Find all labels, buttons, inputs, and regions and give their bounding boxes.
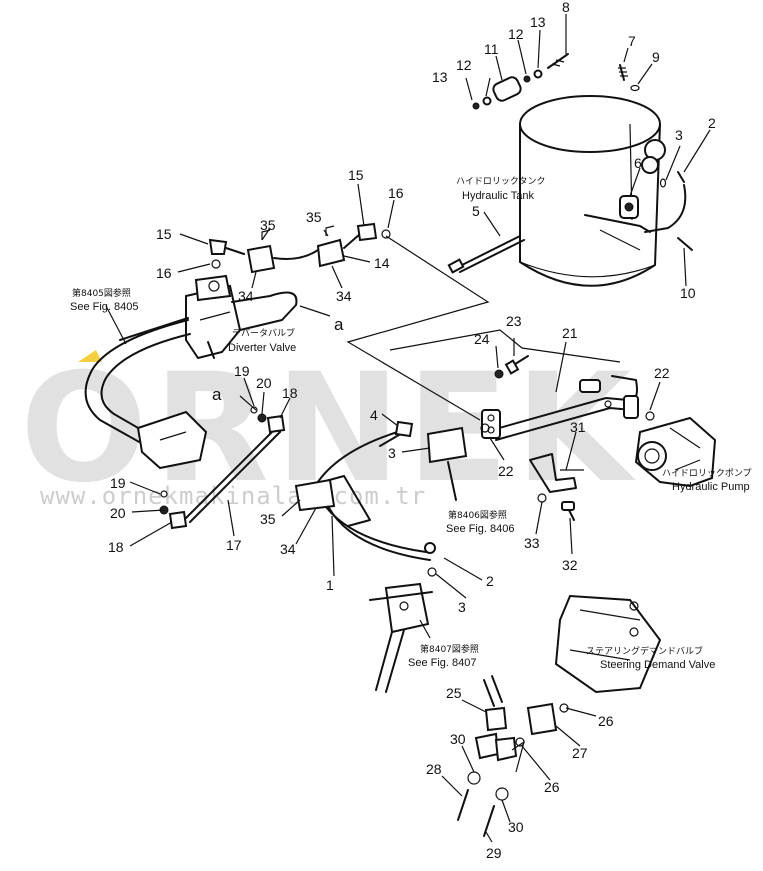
diverter-valve [185,274,298,360]
hose-5 [447,235,525,274]
steering-valve-label: Steering Demand Valve [600,659,715,671]
callout-22: 22 [654,365,670,381]
callout-13: 13 [530,14,546,30]
callout-7: 7 [628,33,636,49]
callout-16: 16 [156,265,172,281]
callout-21: 21 [562,325,578,341]
callout-24: 24 [474,331,490,347]
callout-1: 1 [326,577,334,593]
callout-26: 26 [598,713,614,729]
see-8406-label: See Fig. 8406 [446,523,515,535]
bottom-fittings [457,675,569,837]
callout-35: 35 [306,209,322,225]
callout-19: 19 [234,363,250,379]
callout-30: 30 [508,819,524,835]
callout-3: 3 [675,127,683,143]
watermark-mark-icon [78,350,102,362]
steering-demand-valve [554,594,662,694]
callout-18: 18 [108,539,124,555]
watermark-url: www.ornekmakinalar.com.tr [40,482,426,510]
ref-a-upper: a [334,315,344,334]
hydraulic-tank-label: Hydraulic Tank [462,190,534,202]
annotations: ハイドロリックタンク Hydraulic Tank デバータバルブ Divert… [70,176,752,671]
callout-32: 32 [562,557,578,573]
callout-18: 18 [282,385,298,401]
callout-13: 13 [432,69,448,85]
callout-19: 19 [110,475,126,491]
callout-34: 34 [280,541,296,557]
callout-27: 27 [572,745,588,761]
callout-3: 3 [388,445,396,461]
callout-14: 14 [374,255,390,271]
see-8405-label-jp: 第8405図参照 [72,287,131,299]
callout-20: 20 [256,375,272,391]
callout-15: 15 [156,226,172,242]
callout-3: 3 [458,599,466,615]
callout-4: 4 [370,407,378,423]
hydraulic-pump-label: Hydraulic Pump [672,481,750,493]
callout-34: 34 [238,288,254,304]
callout-35: 35 [260,511,276,527]
pipe-8405 [84,317,208,470]
callout-2: 2 [486,573,494,589]
callout-25: 25 [446,685,462,701]
callout-15: 15 [348,167,364,183]
callout-20: 20 [110,505,126,521]
callout-33: 33 [524,535,540,551]
bracket-31 [529,453,584,521]
callout-16: 16 [388,185,404,201]
callout-28: 28 [426,761,442,777]
bolt-23-24 [494,355,529,379]
leader-lines [105,14,711,843]
callout-12: 12 [456,57,472,73]
hydraulic-pump-label-jp: ハイドロリックポンプ [662,468,752,479]
see-8407-label-jp: 第8407図参照 [420,643,479,655]
callout-9: 9 [652,49,660,65]
ref-a-lower: a [212,385,222,404]
callout-31: 31 [570,419,586,435]
diverter-valve-label-jp: デバータバルブ [232,327,295,339]
callout-35: 35 [260,217,276,233]
see-8407-label: See Fig. 8407 [408,657,477,669]
callout-26: 26 [544,779,560,795]
hydraulic-tank [519,95,666,287]
callout-numbers: 8 13 12 11 13 12 7 9 3 2 6 10 15 16 5 35… [108,0,716,861]
callout-6: 6 [634,155,642,171]
hose-1 [294,420,468,577]
pipe-21 [480,375,655,441]
hydraulic-pump [634,416,717,488]
callout-30: 30 [450,731,466,747]
see-8406-label-jp: 第8406図参照 [448,509,507,521]
callout-8: 8 [562,0,570,15]
callout-5: 5 [472,203,480,219]
callout-2: 2 [708,115,716,131]
valve-fittings [208,222,391,274]
tank-filler-parts [472,53,693,251]
see-8405-label: See Fig. 8405 [70,301,139,313]
callout-12: 12 [508,26,524,42]
diverter-valve-label: Diverter Valve [228,342,296,354]
callout-23: 23 [506,313,522,329]
callout-34: 34 [336,288,352,304]
hydraulic-tank-label-jp: ハイドロリックタンク [456,176,545,187]
callout-17: 17 [226,537,242,553]
lever-8407 [369,582,433,693]
reference-lines [239,235,621,421]
callout-29: 29 [486,845,502,861]
steering-valve-label-jp: ステアリングデマンドバルブ [586,645,703,657]
callout-22: 22 [498,463,514,479]
hose-17 [159,406,286,530]
callout-10: 10 [680,285,696,301]
callout-11: 11 [484,41,499,57]
